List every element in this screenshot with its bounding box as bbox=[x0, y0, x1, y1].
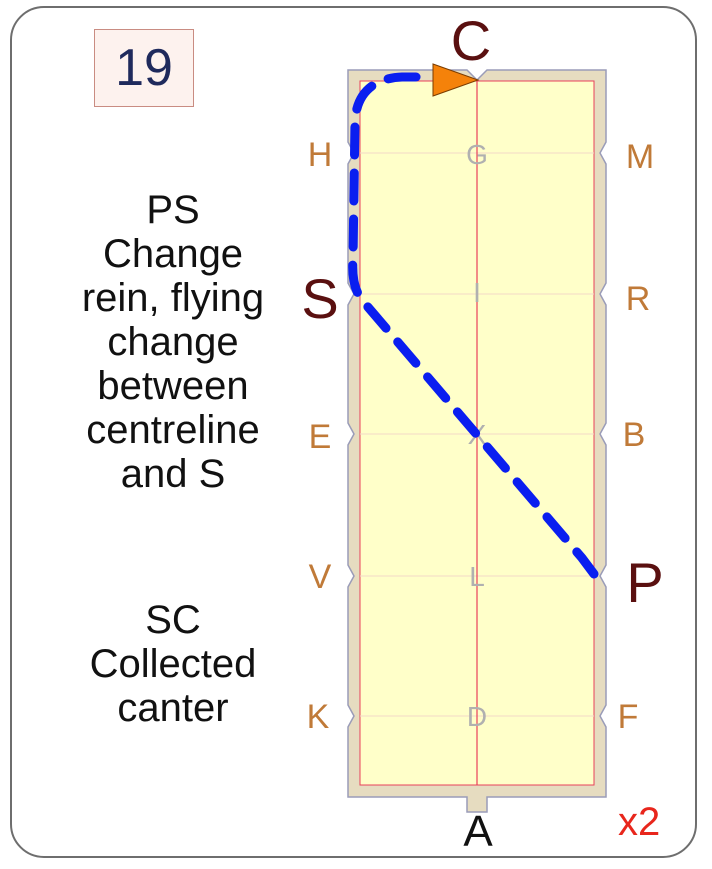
letter-p: P bbox=[626, 551, 663, 614]
letter-b: B bbox=[623, 416, 646, 454]
coefficient-label: x2 bbox=[618, 800, 661, 844]
instruction-line: SC bbox=[145, 598, 201, 642]
letter-m: M bbox=[626, 138, 654, 176]
letter-v: V bbox=[309, 558, 332, 596]
letter-a: A bbox=[463, 807, 493, 856]
movement-number: 19 bbox=[115, 39, 173, 97]
letter-c: C bbox=[451, 9, 491, 72]
movement-number-box: 19 bbox=[94, 29, 194, 107]
instruction-line: canter bbox=[117, 686, 229, 730]
letter-d: D bbox=[467, 701, 487, 732]
movement-description: PS Change rein, flying change between ce… bbox=[38, 188, 308, 496]
letter-l: L bbox=[469, 561, 485, 592]
instruction-line: rein, flying bbox=[81, 276, 265, 320]
instruction-line: Change bbox=[102, 232, 244, 276]
instruction-line: between bbox=[97, 364, 249, 408]
instruction-line: Collected bbox=[89, 642, 257, 686]
letter-i: I bbox=[473, 277, 481, 308]
instruction-line: PS bbox=[146, 188, 200, 232]
direction-arrow-icon bbox=[432, 63, 480, 97]
letter-k: K bbox=[307, 698, 330, 736]
letter-f: F bbox=[618, 698, 639, 736]
instruction-line: change bbox=[107, 320, 239, 364]
letter-g: G bbox=[466, 139, 488, 170]
letter-h: H bbox=[308, 136, 333, 174]
movement-description-2: SC Collected canter bbox=[38, 598, 308, 730]
movement-path bbox=[348, 72, 599, 579]
letter-e: E bbox=[309, 418, 332, 456]
instruction-line: centreline bbox=[86, 408, 260, 452]
letter-s: S bbox=[301, 267, 338, 330]
instruction-line: and S bbox=[120, 452, 226, 496]
letter-r: R bbox=[626, 280, 651, 318]
